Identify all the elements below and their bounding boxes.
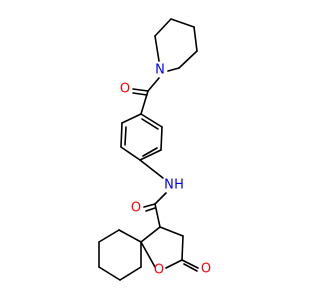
ketone-carbonyl — [132, 88, 149, 115]
amide-oxygen-label: O — [131, 201, 141, 216]
piperidine-ring — [147, 18, 198, 92]
structure-drawing: N O N H O O O — [98, 18, 211, 281]
molecule-diagram: N O N H O O O — [98, 18, 211, 281]
ketone-oxygen-label: O — [120, 82, 130, 97]
amide-linkage — [139, 159, 167, 228]
piperidine-nitrogen-label: N — [155, 63, 165, 78]
amide-nitrogen-label: N — [164, 178, 174, 193]
cyclohexane-ring — [98, 229, 142, 281]
lactone-ring — [140, 226, 199, 272]
ring-oxygen-label: O — [154, 263, 164, 278]
lactone-carbonyl-oxygen-label: O — [201, 262, 211, 277]
amide-hydrogen-label: H — [174, 178, 184, 193]
benzene-ring — [120, 113, 163, 161]
